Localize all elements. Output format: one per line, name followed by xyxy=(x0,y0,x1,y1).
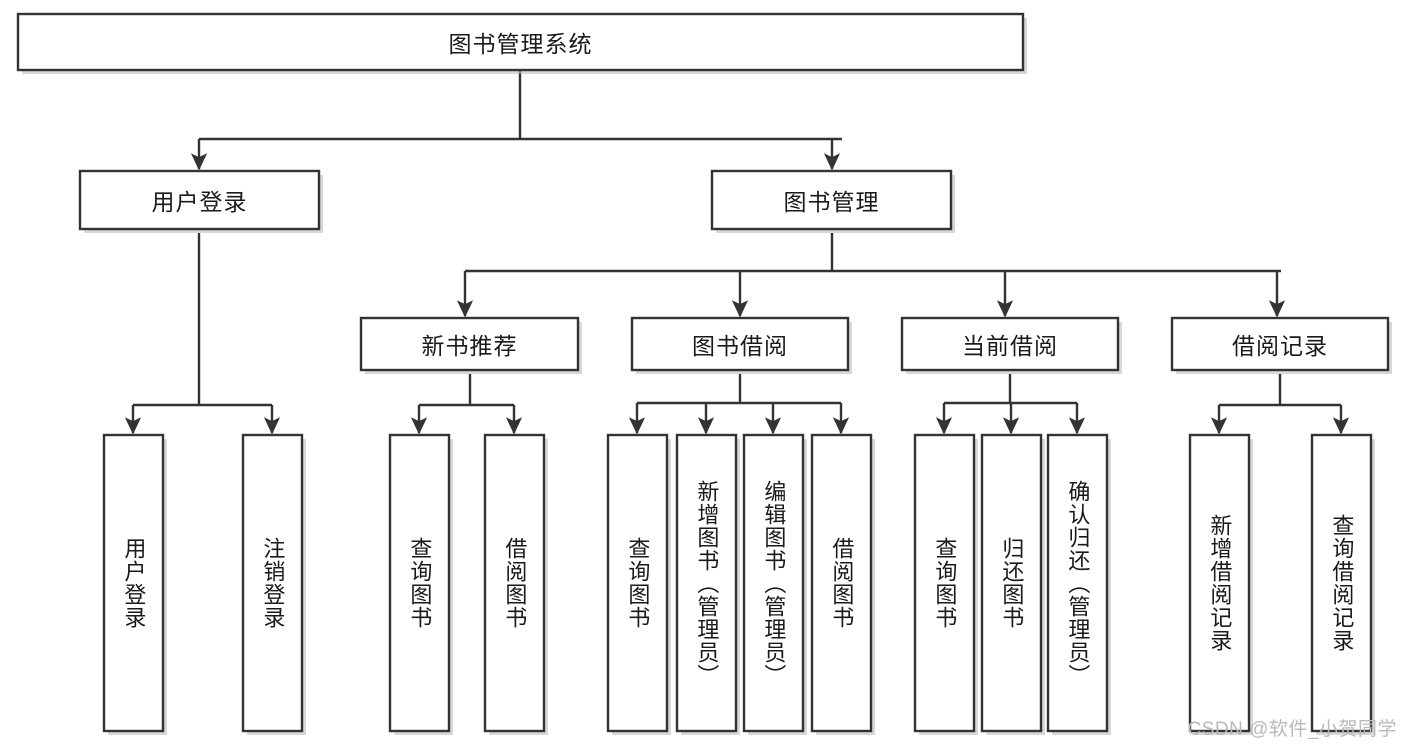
node-root[interactable] xyxy=(16,12,1025,72)
node-leaf-logout[interactable] xyxy=(241,433,304,733)
node-current-borrow[interactable] xyxy=(900,316,1120,372)
node-leaf-return-book[interactable] xyxy=(980,433,1043,733)
node-leaf-user-login[interactable] xyxy=(102,433,165,733)
node-book-borrow[interactable] xyxy=(630,316,850,372)
node-leaf-query-record[interactable] xyxy=(1310,433,1373,733)
node-leaf-query-book-3[interactable] xyxy=(913,433,976,733)
node-leaf-edit-book[interactable] xyxy=(742,433,805,733)
node-borrow-record[interactable] xyxy=(1170,316,1390,372)
node-leaf-borrow-book-2[interactable] xyxy=(810,433,873,733)
node-leaf-query-book-1[interactable] xyxy=(388,433,451,733)
node-leaf-add-record[interactable] xyxy=(1188,433,1251,733)
nodes-layer xyxy=(16,12,1392,735)
csdn-watermark: CSDN @软件_小贺同学 xyxy=(1187,719,1397,740)
node-leaf-confirm-return[interactable] xyxy=(1046,433,1109,733)
node-leaf-add-book[interactable] xyxy=(675,433,738,733)
node-book-manage[interactable] xyxy=(710,169,953,231)
edges-layer xyxy=(124,70,1350,435)
node-leaf-borrow-book-1[interactable] xyxy=(483,433,546,733)
node-leaf-query-book-2[interactable] xyxy=(606,433,669,733)
node-new-book-rec[interactable] xyxy=(359,316,580,372)
node-user-login[interactable] xyxy=(78,169,321,231)
